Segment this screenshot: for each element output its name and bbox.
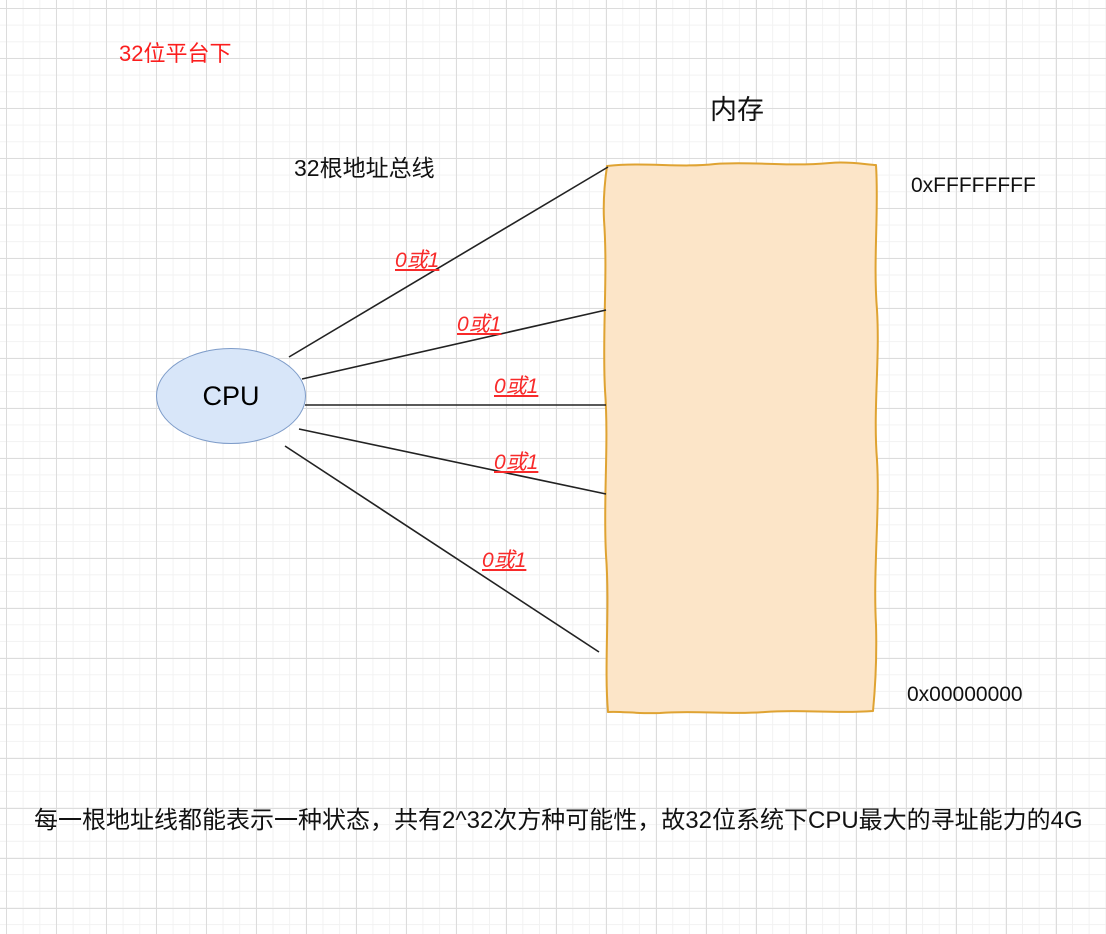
explanation-note: 每一根地址线都能表示一种状态，共有2^32次方种可能性，故32位系统下CPU最大…	[34, 807, 1083, 834]
bit-value-label: 0或1	[494, 375, 539, 398]
bit-value-label: 0或1	[457, 313, 502, 336]
bit-value-label: 0或1	[482, 549, 527, 572]
cpu-node[interactable]: CPU	[156, 348, 306, 444]
address-line	[301, 309, 607, 380]
bit-value-label: 0或1	[395, 249, 440, 272]
cpu-label: CPU	[202, 380, 260, 411]
address-bus-label: 32根地址总线	[294, 155, 435, 181]
bit-value-label: 0或1	[494, 451, 539, 474]
address-low-label: 0x00000000	[907, 683, 1023, 706]
platform-note: 32位平台下	[119, 41, 232, 66]
address-line	[288, 166, 609, 358]
memory-title: 内存	[710, 95, 764, 125]
memory-node[interactable]	[602, 161, 879, 715]
address-line	[284, 445, 600, 653]
address-high-label: 0xFFFFFFFF	[911, 174, 1036, 197]
address-line	[298, 428, 607, 495]
